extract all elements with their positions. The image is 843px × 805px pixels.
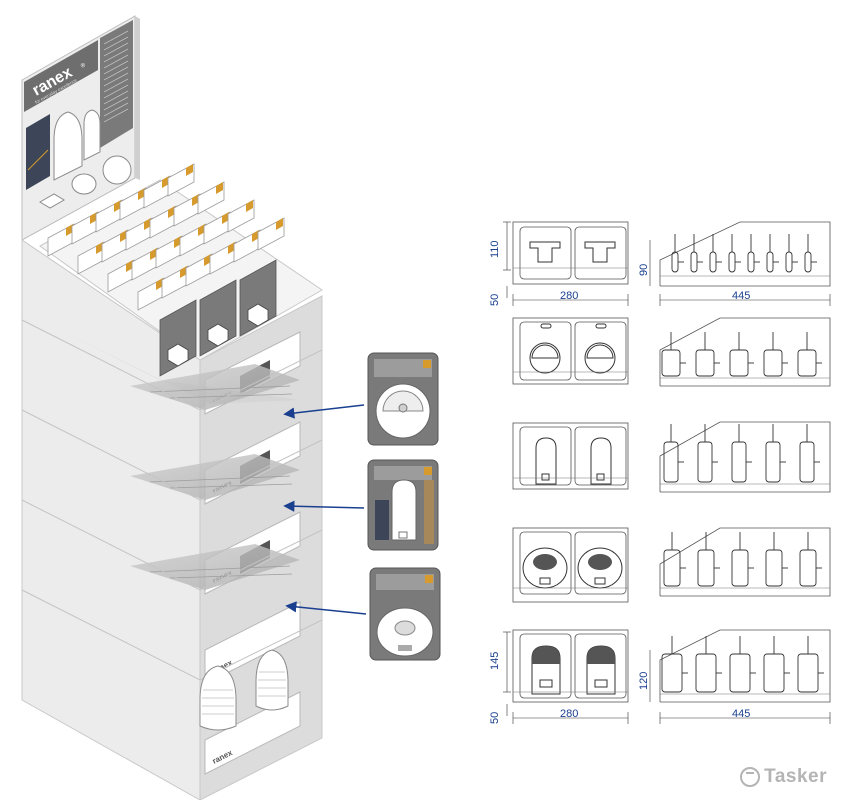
row4-side-view [659, 527, 831, 597]
side-plug-icon [731, 532, 754, 587]
dim-row5-height: 145 [489, 652, 501, 670]
header-product-tall [83, 109, 101, 161]
tasker-logo-icon [740, 767, 761, 787]
row1-side-view [659, 221, 831, 287]
hanging-product-card [149, 205, 177, 239]
hanging-product-card [137, 277, 165, 311]
row2-front-view [512, 317, 629, 385]
row2-side-view [659, 317, 831, 387]
row5-front-view [512, 629, 629, 703]
bottom-shelf-products [199, 649, 289, 731]
side-plug-icon [785, 234, 798, 273]
header-product-big [53, 111, 83, 181]
side-plug-icon [709, 234, 722, 273]
side-plug-icon [695, 332, 720, 377]
side-plug-icon [663, 532, 686, 587]
dim-row5-side-height: 120 [638, 672, 650, 690]
shelf-trays [21, 319, 323, 681]
row5-dimensions: 145 50 280 120 445 [489, 631, 831, 724]
hanging-product-card [227, 199, 255, 233]
side-plug-icon [697, 532, 720, 587]
side-plug-icon [799, 424, 820, 483]
side-plug-icon [690, 234, 703, 273]
floor-stand: ranex ® for everyday excellence [21, 15, 323, 801]
side-plug-icon [671, 234, 684, 273]
side-plug-icon [765, 532, 788, 587]
hanging-product-card [197, 181, 225, 215]
watermark: Tasker [740, 766, 827, 788]
dim-row1-side-height: 90 [638, 264, 650, 276]
header-board: ranex ® for everyday excellence [21, 15, 140, 241]
hanging-product-card [71, 211, 99, 245]
hanging-product-card [77, 241, 105, 275]
dim-row5-width: 280 [560, 708, 578, 720]
callout-card-round [367, 352, 439, 446]
side-plug-icon [766, 234, 779, 273]
row1-front-view [512, 221, 629, 285]
featured-product-card [239, 259, 277, 337]
header-product-round [102, 155, 132, 185]
side-plug-icon [797, 332, 822, 377]
side-plug-icon [765, 424, 786, 483]
row4-front-view [512, 527, 629, 603]
side-plug-icon [729, 636, 756, 693]
header-text-lines [103, 30, 129, 123]
header-plug-icon [39, 193, 65, 209]
watermark-text: Tasker [764, 766, 827, 787]
side-plug-icon [797, 636, 824, 693]
hanging-product-card [131, 247, 159, 281]
header-logo-panel [24, 40, 98, 112]
row3-side-view [659, 421, 831, 493]
dim-row5-bottom: 50 [489, 712, 501, 724]
callout-card-tall [367, 459, 439, 551]
tall-night-light-icon [391, 479, 417, 541]
side-plug-icon [728, 234, 741, 273]
side-plug-icon [661, 332, 686, 377]
callout-card-sensor [369, 567, 441, 661]
header-photo [26, 114, 50, 190]
top-shelf [39, 163, 323, 377]
dim-row1-height: 110 [489, 240, 501, 258]
side-plug-icon [763, 332, 788, 377]
side-plug-icon [661, 636, 688, 693]
dim-row5-depth: 445 [732, 708, 750, 720]
side-plug-icon [804, 234, 817, 273]
brand-registered: ® [80, 61, 88, 70]
hanging-product-card [257, 217, 285, 251]
side-plug-icon [695, 636, 722, 693]
side-plug-icon [729, 332, 754, 377]
hanging-product-card [167, 163, 195, 197]
header-text-column [100, 20, 133, 148]
dim-row1-bottom: 50 [489, 294, 501, 306]
side-plug-icon [697, 424, 718, 483]
header-product-oval [71, 173, 97, 195]
row5-side-view [659, 629, 831, 703]
featured-product-card [159, 299, 197, 377]
side-plug-icon [763, 636, 790, 693]
callout-arrows [283, 404, 367, 615]
hanging-product-card [161, 265, 189, 299]
row3-front-view [512, 422, 629, 490]
hanging-product-card [125, 217, 153, 251]
row1-dimensions: 110 50 280 90 445 [489, 221, 831, 306]
featured-product-card [199, 279, 237, 357]
side-plug-icon [731, 424, 752, 483]
side-plug-icon [799, 532, 822, 587]
tech-drawings: 110 50 280 90 445 [489, 221, 831, 724]
dim-row1-width: 280 [560, 290, 578, 302]
dim-row1-depth: 445 [732, 290, 750, 302]
side-plug-icon [663, 424, 684, 483]
hanging-product-cards [47, 163, 285, 377]
side-plug-icon [747, 234, 760, 273]
